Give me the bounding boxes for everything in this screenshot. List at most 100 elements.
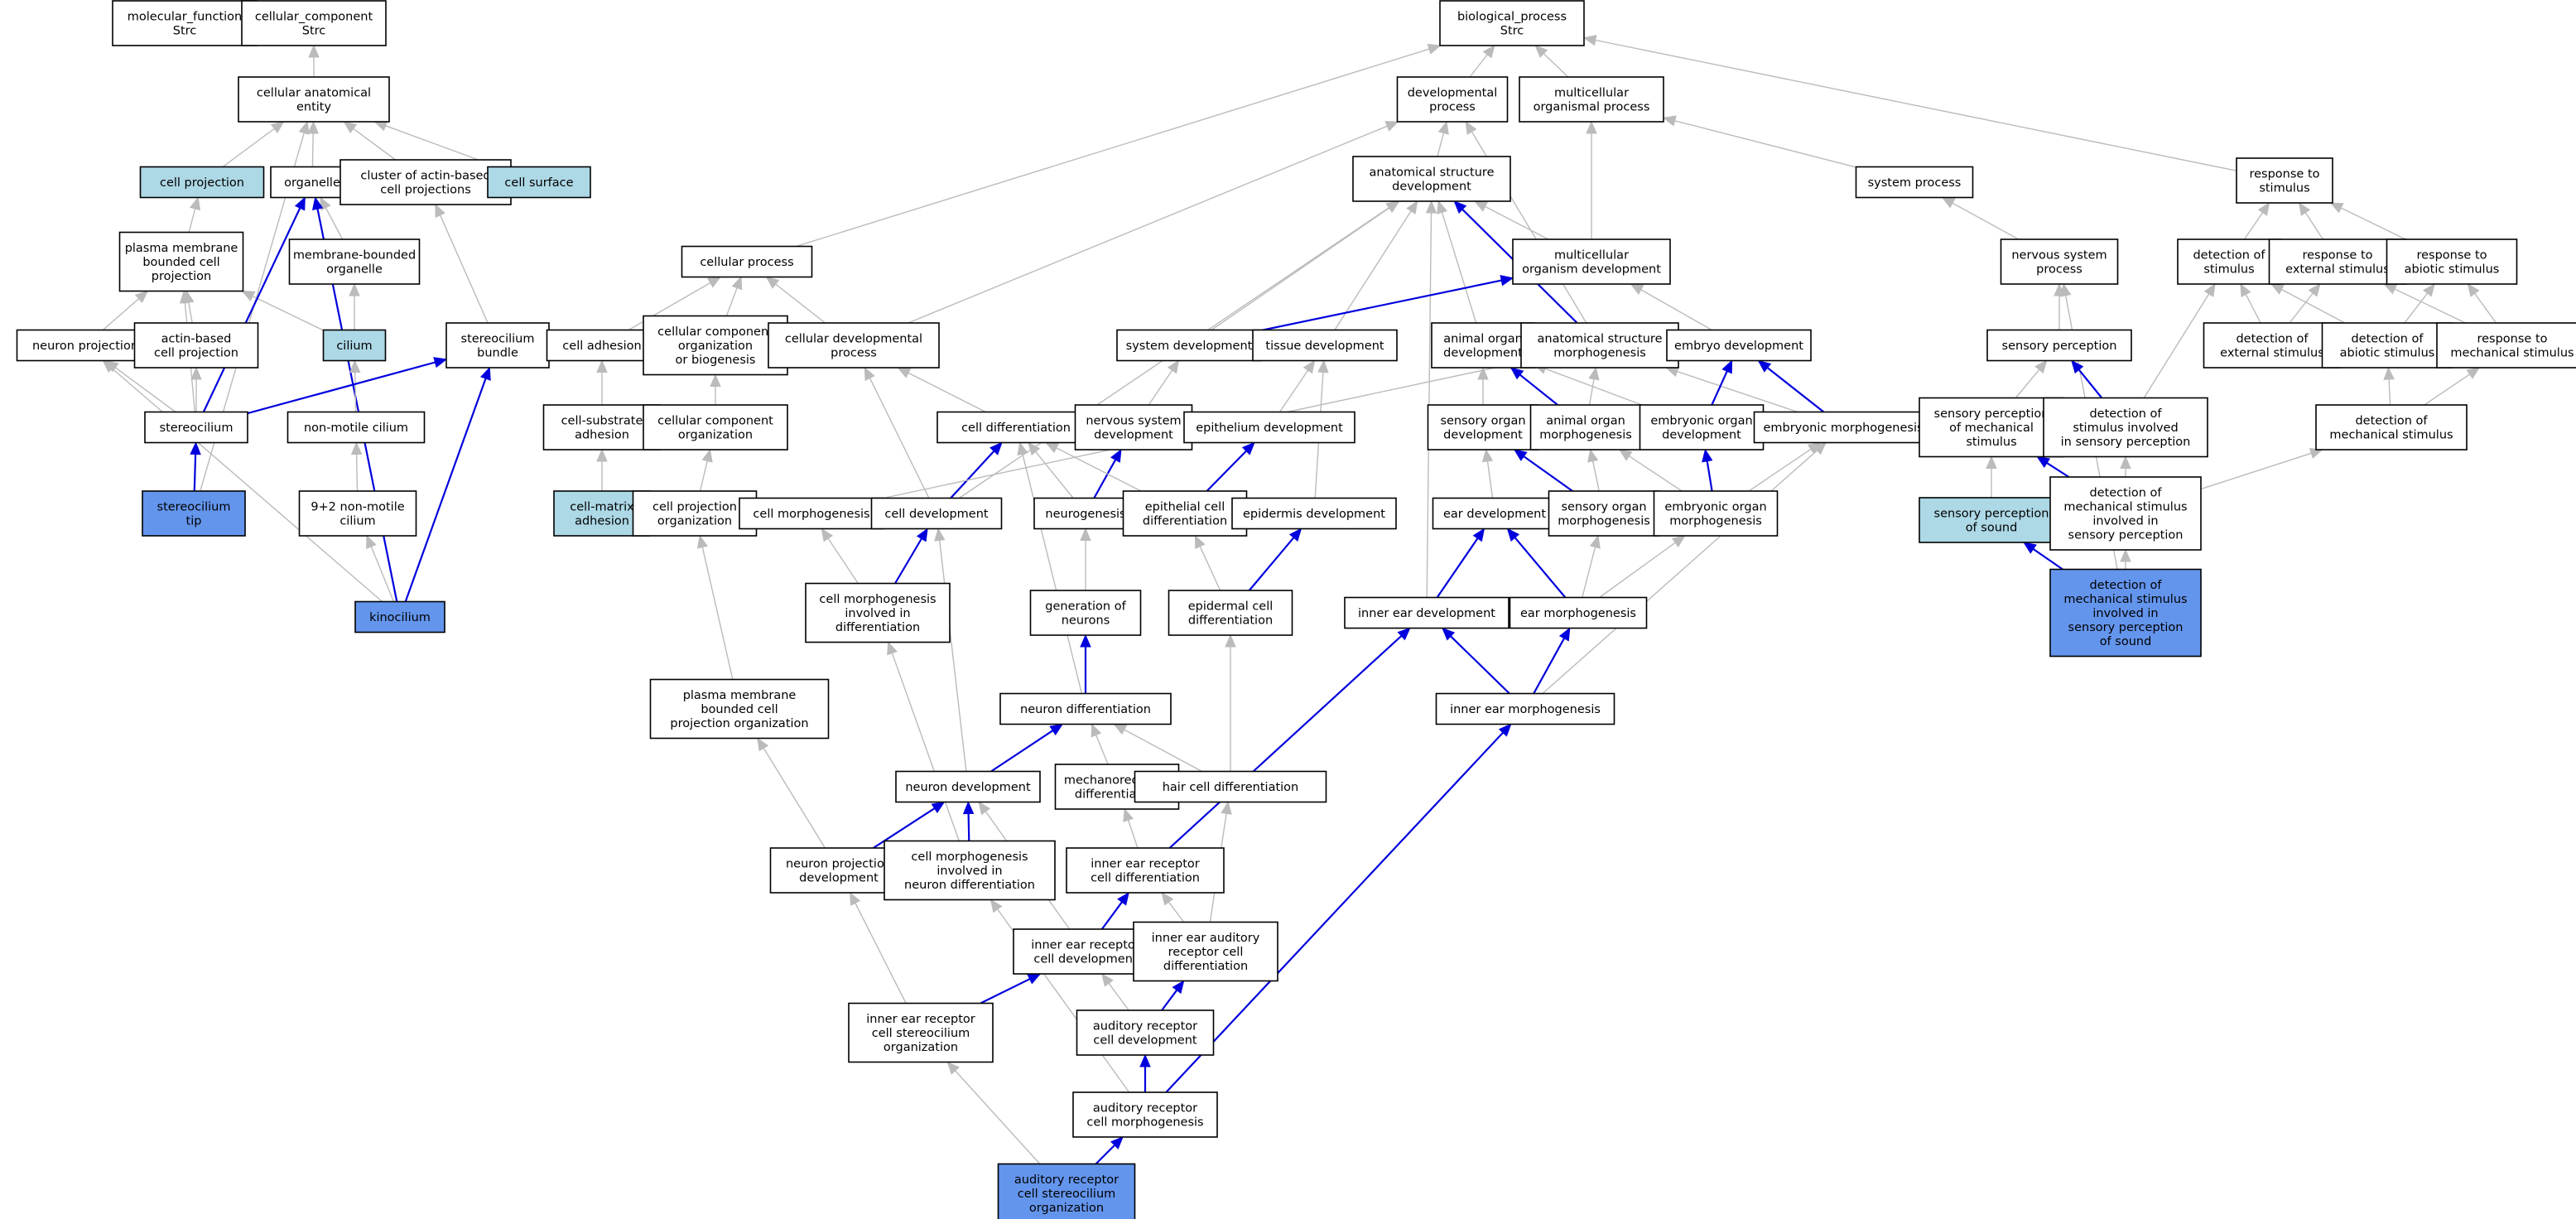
term-label: morphogenesis [1539,429,1632,442]
term-label: process [1429,101,1476,114]
term-label: animal organ [1443,333,1523,346]
edge-arrowhead [435,203,445,218]
edge-arrowhead [189,196,201,211]
edge-line [1952,202,2020,240]
term-label: ear morphogenesis [1520,607,1636,620]
term-label: cell-substrate [561,415,643,428]
edge-is_a-mbo-org [320,196,344,240]
term-label: cell projection [160,176,244,190]
term-label: plasma membrane [683,689,797,702]
edge-arrowhead [1045,441,1060,454]
edge-is_a-doms-rtms [2424,367,2481,406]
edge-is_a-cp-cae [222,121,285,168]
edge-line [1469,54,1488,78]
edge-arrowhead [696,534,708,549]
edge-is_a-cil-pmbcp [241,290,324,331]
edge-part_of-ecd-epd [1206,441,1255,492]
term-label: neuron projection [32,340,138,353]
edge-is_a-kin-n2c [366,534,395,602]
edge-part_of-dmsisps-sps [2023,542,2063,571]
term-label: sensory perception [2068,621,2184,634]
edge-arrowhead [1027,973,1042,985]
edge-part_of-cmid-cde [894,528,928,585]
edge-arrowhead [850,891,861,906]
term-label: bundle [477,347,518,360]
edge-is_a-asm-dev [1465,120,1587,324]
edge-is_a-scb-cabp [435,203,489,324]
edge-arrowhead [962,801,975,815]
edge-part_of-ied-ede [1436,528,1485,599]
term-label: bounded cell [701,703,778,716]
edge-line [188,208,196,233]
term-label: organization [1029,1202,1104,1215]
edge-arrowhead [349,282,360,296]
edge-is_a-sps-spms [1986,455,1997,498]
edge-arrowhead [765,276,780,289]
edge-line [2281,288,2346,324]
edge-line [1278,369,1309,412]
term-box [142,490,246,537]
edge-arrowhead [1662,115,1677,127]
edge-line [725,287,738,316]
edge-arrowhead [102,359,116,373]
term-box [1439,0,1585,46]
term-label: or biogenesis [676,354,756,367]
edge-is_a-pmbcp-cp [188,196,201,233]
edge-arrowhead [2383,283,2398,295]
edge-line [1533,638,1565,695]
edge-is_a-gon-ng [1080,528,1091,590]
edge-arrowhead [1473,200,1489,212]
edge-arrowhead [2120,455,2131,469]
term-node-ng: neurogenesis [1033,497,1138,530]
edge-is_a-td-asd [1334,200,1418,330]
term-label: mechanical stimulus [2063,501,2187,514]
term-node-np: neuron projection [16,329,155,362]
edge-arrowhead [710,373,721,387]
edge-line [1199,546,1221,591]
edge-is_a-ed-mod [1630,283,1712,331]
edge-is_a-mod-mop [1586,120,1597,239]
term-label: process [831,347,877,360]
edge-arrowhead [2071,359,2084,374]
term-label: multicellular [1554,249,1629,263]
term-label: anatomical structure [1370,166,1495,180]
edge-is_a-cdi-cdp [897,367,986,413]
edge-line [1485,205,1549,240]
edge-is_a-doms-doas [2383,366,2395,406]
term-box [322,329,387,362]
edge-is_a-rtes-rts [2298,201,2323,240]
term-label: cellular component [657,325,773,339]
edge-part_of-iercdev-iercd [1100,891,1129,930]
edge-line [2340,207,2406,240]
edge-line [222,128,275,168]
edge-arrowhead [989,441,1003,455]
edge-line [1450,635,1510,695]
edge-arrowhead [350,441,363,455]
edge-is_a-hcd-edcd [1225,634,1236,772]
edge-arrowhead [946,1061,960,1075]
term-box [133,322,259,369]
term-label: cilium [339,515,375,528]
edge-arrowhead [1384,121,1399,132]
edge-part_of-emo-ede [1506,528,1567,599]
edge-line [2015,369,2040,398]
term-label: neuron projection [786,858,892,871]
term-label: detection of [2236,333,2309,346]
edge-line [699,460,708,492]
term-box [1639,404,1765,450]
term-label: auditory receptor [1093,1020,1197,1034]
edge-arrowhead [1472,528,1485,542]
term-node-epid: epidermis development [1231,497,1397,530]
